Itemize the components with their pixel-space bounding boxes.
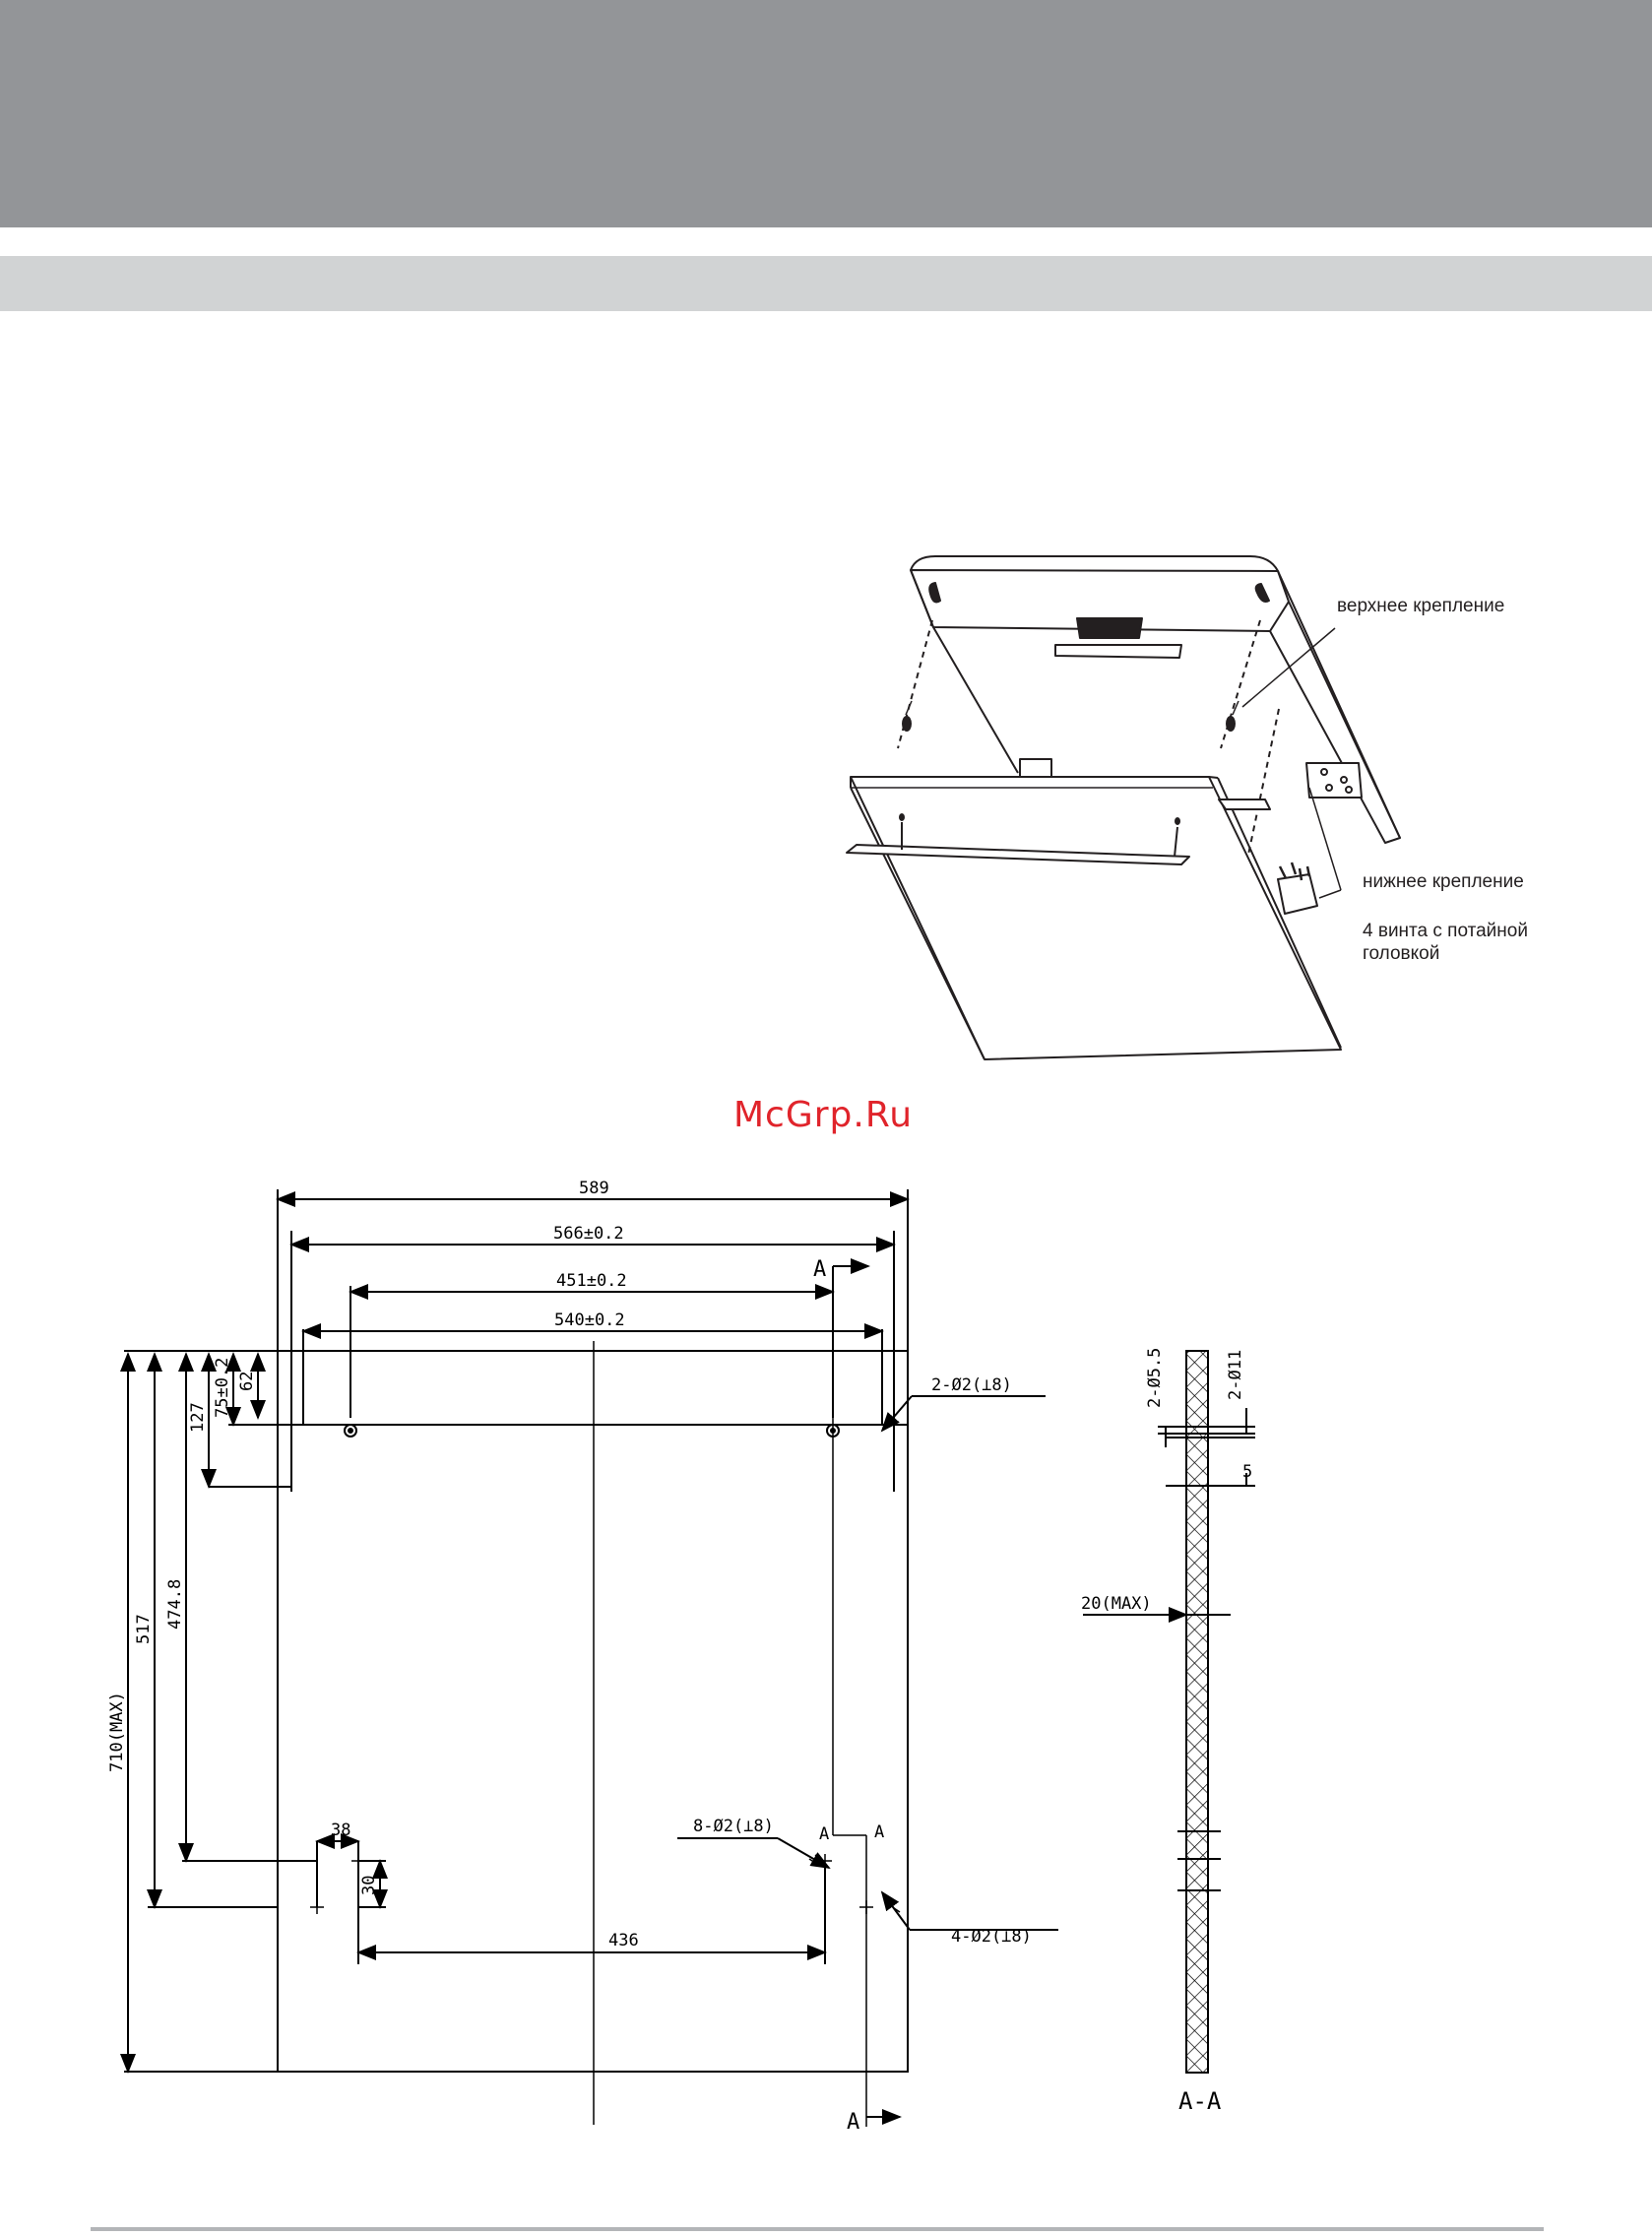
dim-436: 436 xyxy=(608,1931,639,1950)
footer-rule xyxy=(91,2227,1544,2231)
section-mark-left: A xyxy=(819,1824,829,1844)
dim-710: 710(MAX) xyxy=(107,1692,127,1772)
section-mark-bottom: A xyxy=(847,2110,859,2135)
dim-62: 62 xyxy=(237,1372,257,1391)
section-mark-right: A xyxy=(874,1822,884,1842)
section-dim-11: 2-Ø11 xyxy=(1226,1350,1245,1400)
section-dim-55: 2-Ø5.5 xyxy=(1145,1348,1165,1408)
section-hatched-panel xyxy=(1186,1351,1208,2073)
section-dim-20: 20(MAX) xyxy=(1081,1594,1152,1614)
dim-holes-top: 2-Ø2(⟂8) xyxy=(931,1375,1012,1395)
dim-474: 474.8 xyxy=(165,1579,185,1630)
dim-589: 589 xyxy=(579,1179,609,1198)
dim-127: 127 xyxy=(188,1402,208,1433)
dim-540: 540±0.2 xyxy=(554,1310,625,1330)
section-mark-top: A xyxy=(813,1257,826,1282)
door-panel-outline xyxy=(278,1351,908,2072)
dim-38: 38 xyxy=(331,1821,350,1840)
dim-75: 75±0.2 xyxy=(213,1358,232,1418)
dim-30: 30 xyxy=(359,1876,379,1895)
dim-566: 566±0.2 xyxy=(553,1224,624,1244)
section-dim-5: 5 xyxy=(1242,1462,1252,1482)
dim-451: 451±0.2 xyxy=(556,1271,627,1291)
dim-holes-4: 4-Ø2(⟂8) xyxy=(951,1927,1032,1947)
section-label: A-A xyxy=(1178,2087,1222,2115)
dim-517: 517 xyxy=(134,1614,154,1644)
dim-holes-8: 8-Ø2(⟂8) xyxy=(693,1817,774,1836)
